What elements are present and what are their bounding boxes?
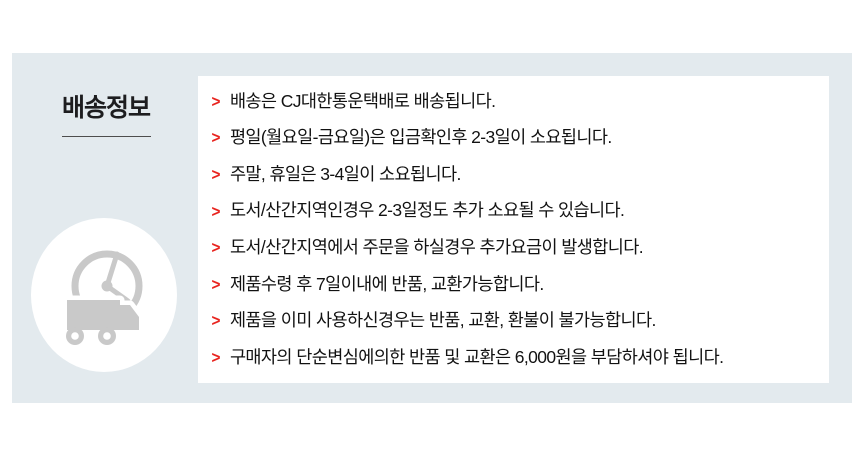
section-title-block: 배송정보 <box>62 93 172 137</box>
shipping-info-panel: 배송정보 <box>12 53 852 403</box>
item-text: 배송은 CJ대한통운택배로 배송됩니다. <box>229 90 496 111</box>
delivery-icon-badge <box>31 218 177 372</box>
list-item: > 평일(월요일-금요일)은 입금확인후 2-3일이 소요됩니다. <box>211 120 829 157</box>
shipping-notes-card: > 배송은 CJ대한통운택배로 배송됩니다. > 평일(월요일-금요일)은 입금… <box>198 76 829 383</box>
list-item: > 도서/산간지역인경우 2-3일정도 추가 소요될 수 있습니다. <box>211 193 829 230</box>
chevron-bullet-icon: > <box>211 128 221 148</box>
list-item: > 도서/산간지역에서 주문을 하실경우 추가요금이 발생합니다. <box>211 229 829 266</box>
list-item: > 주말, 휴일은 3-4일이 소요됩니다. <box>211 156 829 193</box>
list-item: > 제품을 이미 사용하신경우는 반품, 교환, 환불이 불가능합니다. <box>211 303 829 340</box>
delivery-truck-clock-icon <box>61 250 144 350</box>
item-text: 평일(월요일-금요일)은 입금확인후 2-3일이 소요됩니다. <box>229 127 612 148</box>
item-text: 도서/산간지역인경우 2-3일정도 추가 소요될 수 있습니다. <box>229 200 625 221</box>
chevron-bullet-icon: > <box>211 201 221 221</box>
item-text: 제품수령 후 7일이내에 반품, 교환가능합니다. <box>229 273 544 294</box>
list-item: > 구매자의 단순변심에의한 반품 및 교환은 6,000원을 부담하셔야 됩니… <box>211 339 829 376</box>
chevron-bullet-icon: > <box>211 347 221 367</box>
title-underline <box>62 136 151 137</box>
list-item: > 제품수령 후 7일이내에 반품, 교환가능합니다. <box>211 266 829 303</box>
page-title: 배송정보 <box>62 94 151 122</box>
shipping-list: > 배송은 CJ대한통운택배로 배송됩니다. > 평일(월요일-금요일)은 입금… <box>211 83 829 376</box>
item-text: 주말, 휴일은 3-4일이 소요됩니다. <box>229 163 461 184</box>
chevron-bullet-icon: > <box>211 91 221 111</box>
chevron-bullet-icon: > <box>211 311 221 331</box>
item-text: 구매자의 단순변심에의한 반품 및 교환은 6,000원을 부담하셔야 됩니다. <box>229 346 724 367</box>
chevron-bullet-icon: > <box>211 274 221 294</box>
list-item: > 배송은 CJ대한통운택배로 배송됩니다. <box>211 83 829 120</box>
chevron-bullet-icon: > <box>211 238 221 258</box>
item-text: 도서/산간지역에서 주문을 하실경우 추가요금이 발생합니다. <box>229 236 644 257</box>
item-text: 제품을 이미 사용하신경우는 반품, 교환, 환불이 불가능합니다. <box>229 310 656 331</box>
chevron-bullet-icon: > <box>211 164 221 184</box>
